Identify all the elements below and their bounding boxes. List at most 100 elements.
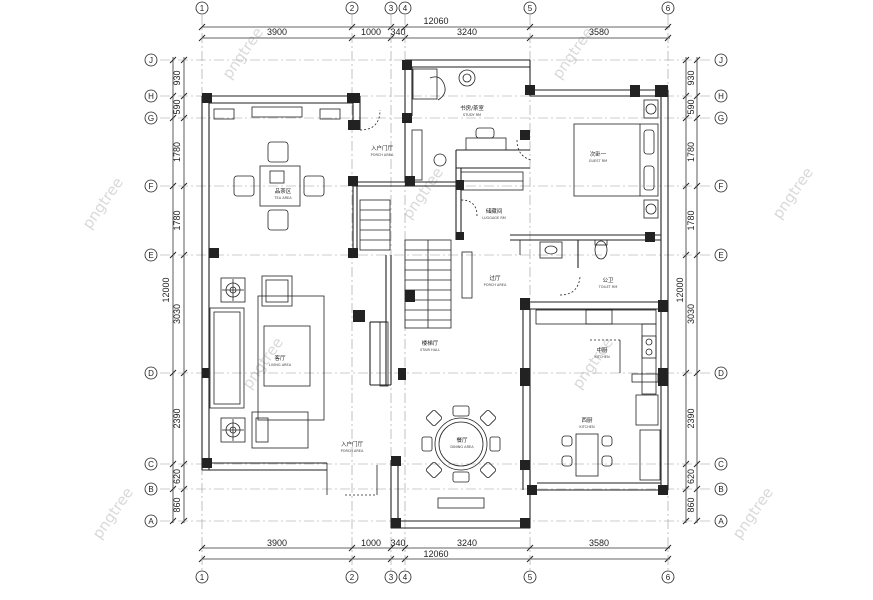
watermark-text: pngtree	[399, 164, 447, 222]
room-label-porch: 过厅	[489, 274, 501, 282]
axis-bubble-top: 2	[345, 1, 359, 15]
room-label-guest: 次卧一	[590, 150, 607, 158]
watermark-text: pngtree	[769, 164, 817, 222]
top-total-dimension: 12060	[423, 16, 448, 26]
axis-bubble-circle	[384, 1, 398, 15]
axis-bubble-bottom: 1	[195, 570, 209, 584]
left-dimension-segment: 2390	[172, 408, 182, 428]
axis-bubble-circle	[144, 482, 158, 496]
axis-bubble-label: 2	[350, 573, 355, 582]
right-dimension-segment: 1780	[686, 210, 696, 230]
dining-table	[434, 417, 488, 471]
room-label-dining: 餐厅	[456, 436, 468, 444]
watermark-layer: pngtree pngtree pngtree pngtree pngtree …	[79, 24, 817, 542]
axis-bubble-label: H	[718, 92, 724, 101]
axis-bubble-label: 3	[389, 4, 394, 13]
axis-bubble-left: A	[144, 514, 158, 528]
side-dimension-lines	[172, 57, 698, 523]
left-dimension-segment: 620	[172, 469, 182, 484]
axis-bubble-label: J	[719, 56, 723, 65]
axis-bubble-label: 5	[528, 573, 533, 582]
structural-columns	[202, 60, 668, 528]
right-dimension-segment: 860	[686, 497, 696, 512]
room-label-living: 客厅	[274, 354, 286, 362]
axis-bubble-circle	[144, 248, 158, 262]
axis-bubble-circle	[384, 570, 398, 584]
right-dimension-segment: 3030	[686, 304, 696, 324]
axis-bubble-left: C	[144, 457, 158, 471]
axis-bubble-circle	[714, 366, 728, 380]
axis-bubble-circle	[144, 111, 158, 125]
axis-bubble-label: D	[718, 369, 724, 378]
tea-table	[259, 165, 301, 207]
axis-bubble-circle	[345, 570, 359, 584]
axis-bubble-circle	[195, 1, 209, 15]
room-sub-luggage: LUGGAGE RM	[482, 216, 506, 220]
dimension-tick	[664, 23, 672, 31]
watermark-text: pngtree	[729, 484, 777, 542]
room-sub-porch: PORCH AREA	[484, 283, 507, 287]
axis-bubble-circle	[714, 53, 728, 67]
axis-bubble-label: 4	[403, 4, 408, 13]
axis-bubble-circle	[661, 570, 675, 584]
room-sub-dining: DINING AREA	[450, 445, 474, 449]
axis-bubble-label: 2	[350, 4, 355, 13]
room-sub-stair: STAIR HALL	[420, 348, 440, 352]
axis-bubble-left: F	[144, 179, 158, 193]
axis-bubble-circle	[714, 179, 728, 193]
axis-bubble-circle	[714, 111, 728, 125]
axis-bubble-label: 6	[666, 573, 671, 582]
top-dimension-segment: 1000	[361, 27, 381, 37]
coffee-table	[263, 325, 311, 387]
axis-bubble-left: D	[144, 366, 158, 380]
left-dimension-segment: 860	[172, 497, 182, 512]
axis-bubble-right: H	[714, 89, 728, 103]
axis-bubble-circle	[144, 89, 158, 103]
room-label-luggage: 储藏间	[486, 207, 503, 215]
axis-bubble-label: H	[148, 92, 154, 101]
axis-bubble-right: D	[714, 366, 728, 380]
axis-bubble-circle	[144, 457, 158, 471]
axis-bubble-label: 1	[200, 4, 205, 13]
axis-bubble-bottom: 6	[661, 570, 675, 584]
room-sub-entry-top: PORCH AREA	[371, 153, 394, 157]
axis-bubble-right: J	[714, 53, 728, 67]
dimension-tick	[401, 544, 409, 552]
bottom-total-dimension: 12060	[423, 549, 448, 559]
axis-bubble-circle	[144, 514, 158, 528]
axis-bubble-circle	[523, 1, 537, 15]
axis-bubble-circle	[398, 570, 412, 584]
axis-bubble-circle	[345, 1, 359, 15]
room-sub-toilet: TOILET RM	[598, 285, 618, 289]
axis-bubble-label: G	[148, 114, 154, 123]
axis-bubble-label: D	[148, 369, 154, 378]
axis-bubble-label: F	[719, 182, 724, 191]
room-sub-entry-bottom: PORCH AREA	[341, 449, 364, 453]
axis-bubble-top: 4	[398, 1, 412, 15]
axis-bubble-circle	[144, 366, 158, 380]
axis-bubble-label: E	[148, 251, 153, 260]
guest-bed	[573, 123, 659, 197]
room-sub-living: LIVING AREA	[269, 363, 292, 367]
axis-bubble-circle	[523, 570, 537, 584]
axis-bubble-left: E	[144, 248, 158, 262]
room-label-western-kitchen: 西厨	[581, 417, 593, 424]
left-total-dimension: 12000	[161, 277, 171, 302]
western-kitchen-table	[575, 433, 599, 477]
axis-bubble-left: G	[144, 111, 158, 125]
left-dimension-segment: 3030	[172, 304, 182, 324]
bottom-dimension-segment: 340	[390, 538, 405, 548]
dimension-tick	[348, 23, 356, 31]
axis-bubble-right: G	[714, 111, 728, 125]
left-dimension-segment: 1780	[172, 210, 182, 230]
axis-bubble-label: B	[718, 485, 723, 494]
furniture	[209, 68, 661, 509]
dimension-tick	[387, 544, 395, 552]
top-dimension-lines	[202, 26, 670, 560]
axis-bubble-circle	[661, 1, 675, 15]
room-label-kitchen: 中厨	[596, 346, 608, 354]
axis-bubble-top: 5	[523, 1, 537, 15]
axis-bubble-top: 3	[384, 1, 398, 15]
right-dimension-segment: 1780	[686, 142, 696, 162]
axis-bubble-right: F	[714, 179, 728, 193]
